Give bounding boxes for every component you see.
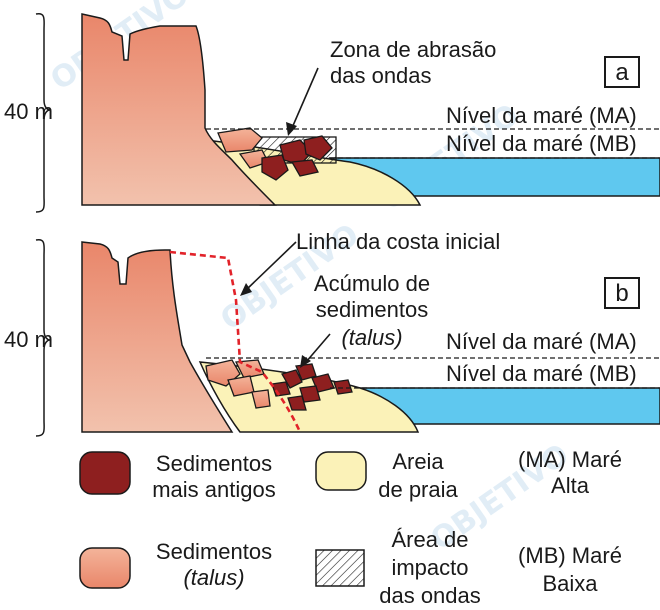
coastline-label: Linha da costa inicial bbox=[296, 229, 501, 254]
tide-low-label-a: Nível da maré (MB) bbox=[446, 131, 637, 156]
dark-sediment bbox=[290, 159, 319, 177]
panel-a bbox=[35, 12, 660, 213]
legend-talus-swatch bbox=[79, 547, 131, 589]
dark-sediment bbox=[271, 381, 291, 397]
legend bbox=[79, 451, 367, 589]
legend-mb-line2: Baixa bbox=[542, 571, 598, 596]
height-label-a: 40 m bbox=[4, 99, 53, 124]
legend-old-sediment-line2: mais antigos bbox=[152, 477, 276, 502]
accumulation-label-line3: (talus) bbox=[341, 325, 403, 350]
legend-old-sediment-line1: Sedimentos bbox=[155, 451, 273, 476]
height-label-b: 40 m bbox=[4, 327, 53, 352]
dark-sediment bbox=[303, 135, 333, 161]
legend-old-sediment-swatch bbox=[79, 451, 131, 495]
dark-sediment bbox=[261, 154, 289, 181]
legend-sand-line1: Areia bbox=[392, 449, 444, 474]
legend-mb-line1: (MB) Maré bbox=[518, 543, 622, 568]
dark-sediment bbox=[295, 363, 317, 381]
legend-ma-line1: (MA) Maré bbox=[518, 447, 622, 472]
accumulation-label-line1: Acúmulo de bbox=[313, 271, 431, 296]
legend-impact-line1: Área de bbox=[391, 527, 469, 552]
panel-tag-a: a bbox=[604, 56, 640, 88]
arrow-talus bbox=[305, 333, 331, 363]
height-bracket-b bbox=[35, 238, 51, 437]
legend-impact-line2: impacto bbox=[391, 555, 469, 580]
legend-talus-line2: (talus) bbox=[183, 565, 245, 590]
dark-sediment bbox=[287, 395, 307, 411]
panel-tag-b: b bbox=[604, 277, 640, 309]
legend-impact-line3: das ondas bbox=[379, 583, 481, 608]
cliff-a bbox=[81, 13, 277, 206]
legend-ma-line2: Alta bbox=[551, 473, 589, 498]
legend-talus-line1: Sedimentos bbox=[155, 539, 273, 564]
panel-b bbox=[35, 238, 660, 437]
legend-impact-swatch bbox=[315, 549, 365, 587]
tide-high-label-b: Nível da maré (MA) bbox=[446, 329, 637, 354]
accumulation-label-line2: sedimentos bbox=[315, 297, 429, 322]
dark-sediment bbox=[333, 379, 353, 395]
arrow-abrasion bbox=[291, 67, 319, 129]
abrasion-zone-label-line2: das ondas bbox=[330, 63, 432, 88]
arrow-head bbox=[240, 283, 252, 296]
tide-low-label-b: Nível da maré (MB) bbox=[446, 361, 637, 386]
legend-sand-line2: de praia bbox=[378, 477, 458, 502]
arrow-head bbox=[300, 355, 311, 368]
tide-high-label-a: Nível da maré (MA) bbox=[446, 103, 637, 128]
initial-coastline bbox=[169, 250, 302, 433]
legend-sand-swatch bbox=[315, 451, 367, 491]
dark-sediment bbox=[281, 369, 303, 389]
arrow-head bbox=[286, 122, 297, 136]
arrow-coastline bbox=[245, 241, 297, 291]
height-bracket-a bbox=[35, 12, 51, 213]
abrasion-zone-label-line1: Zona de abrasão bbox=[330, 37, 497, 62]
cliff-b bbox=[81, 241, 234, 433]
talus-rock bbox=[251, 389, 271, 409]
dark-sediment bbox=[279, 139, 313, 166]
talus-rock bbox=[217, 127, 263, 153]
